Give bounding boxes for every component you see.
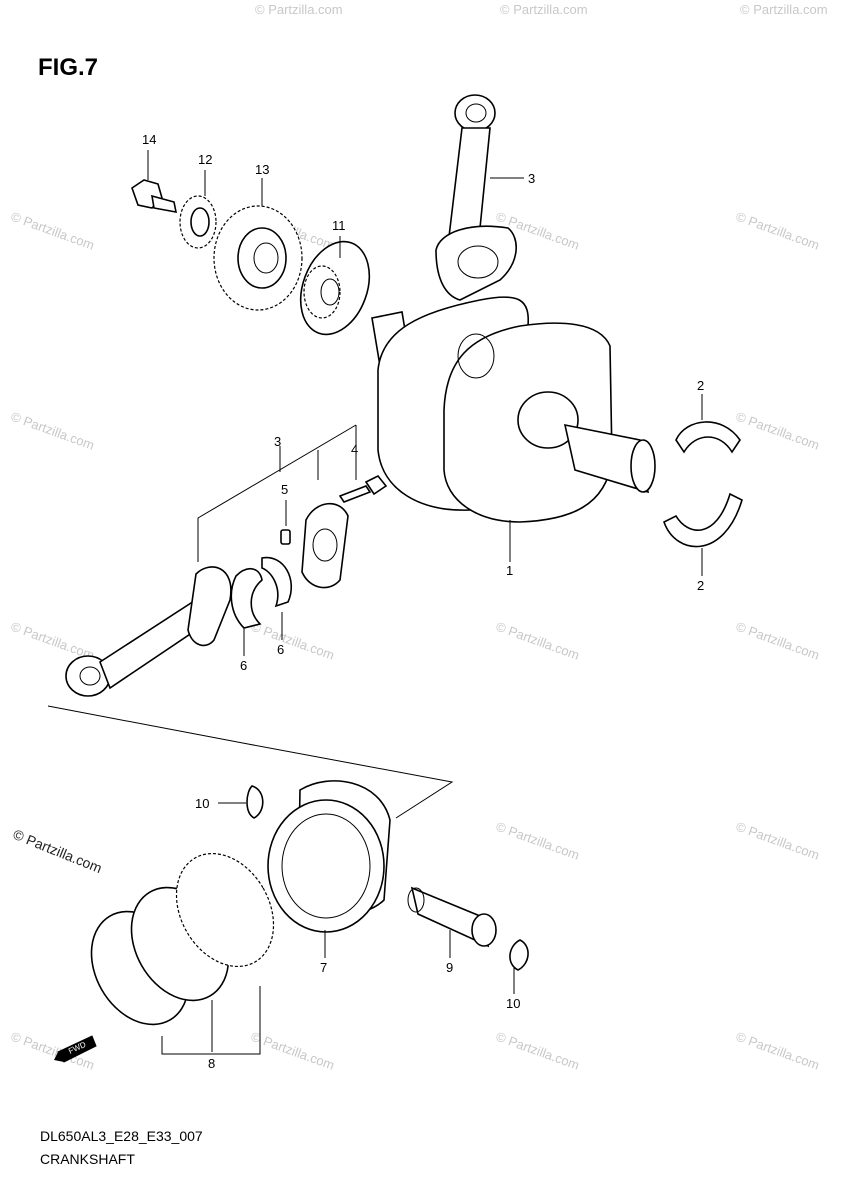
watermark-text: © Partzilla.com	[249, 1029, 336, 1073]
watermark-text: © Partzilla.com	[494, 1029, 581, 1073]
watermark-text: © Partzilla.com	[249, 619, 336, 663]
watermark-text: © Partzilla.com	[9, 209, 96, 253]
watermark-text: © Partzilla.com	[740, 2, 828, 17]
watermark-text: © Partzilla.com	[494, 619, 581, 663]
forward-arrow-icon: FWD	[54, 1035, 97, 1063]
circlip-10-lower	[509, 939, 529, 994]
callout-3-lower: 3	[274, 434, 281, 449]
bearing-6-right	[261, 556, 293, 640]
sprocket-12	[179, 170, 217, 249]
watermark-text: © Partzilla.com	[734, 819, 821, 863]
piston-pin-9	[407, 886, 497, 958]
dowel-pin-5	[280, 500, 291, 545]
callout-1: 1	[506, 563, 513, 578]
bolt-4	[338, 458, 388, 503]
callout-2-lower: 2	[697, 578, 704, 593]
bearing-2-upper	[675, 394, 741, 454]
circlip-10-upper	[218, 785, 264, 819]
watermark-text: © Partzilla.com	[734, 619, 821, 663]
bearing-6-left	[230, 568, 263, 656]
bolt-14	[131, 150, 178, 213]
callout-13: 13	[255, 162, 269, 177]
callout-14: 14	[142, 132, 156, 147]
watermark-main: © Partzilla.com	[11, 826, 104, 876]
connecting-rod-3-lower	[65, 566, 232, 697]
callout-6-right: 6	[277, 642, 284, 657]
callout-5: 5	[281, 482, 288, 497]
callout-labels: 14 12 13 11 3 2 2 1 3 4 5 6 6 10 7 9 10 …	[142, 132, 704, 1071]
callout-8: 8	[208, 1056, 215, 1071]
callout-4: 4	[351, 442, 358, 457]
callout-6-left: 6	[240, 658, 247, 673]
connecting-rod-3-upper	[435, 94, 524, 301]
callout-7: 7	[320, 960, 327, 975]
callout-12: 12	[198, 152, 212, 167]
callout-9: 9	[446, 960, 453, 975]
piston-7	[267, 780, 391, 958]
watermark-text: © Partzilla.com	[494, 819, 581, 863]
callout-10-upper: 10	[195, 796, 209, 811]
bearing-2-lower	[663, 492, 743, 576]
watermark-text: © Partzilla.com	[255, 2, 343, 17]
crankshaft-1	[371, 296, 656, 562]
figure-title: FIG.7	[38, 54, 99, 81]
watermark-text: © Partzilla.com	[734, 1029, 821, 1073]
callout-3-upper: 3	[528, 171, 535, 186]
watermark-text: © Partzilla.com	[9, 409, 96, 453]
callout-10-lower: 10	[506, 996, 520, 1011]
assembly-bracket	[47, 424, 454, 819]
piston-rings-8	[90, 852, 275, 1055]
watermark-text: © Partzilla.com	[734, 209, 821, 253]
watermark-text: © Partzilla.com	[734, 409, 821, 453]
callout-2-upper: 2	[697, 378, 704, 393]
callout-11: 11	[332, 218, 346, 233]
figure-name: CRANKSHAFT	[40, 1151, 135, 1167]
gear-11	[299, 236, 371, 336]
figure-code: DL650AL3_E28_E33_007	[40, 1128, 203, 1144]
watermark-text: © Partzilla.com	[500, 2, 588, 17]
gear-13	[213, 178, 303, 311]
rod-cap	[301, 502, 349, 589]
